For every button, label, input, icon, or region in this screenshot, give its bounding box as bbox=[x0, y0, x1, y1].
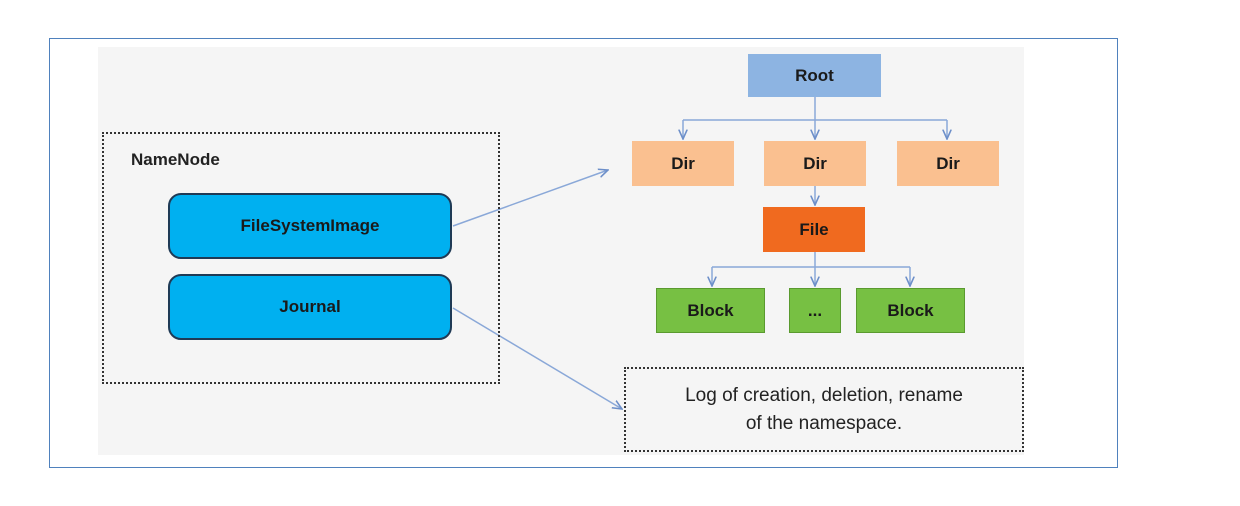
block-node: Block bbox=[656, 288, 765, 333]
file-label: File bbox=[799, 219, 829, 239]
dir-label: Dir bbox=[671, 153, 695, 173]
journal-to-note-arrow bbox=[452, 307, 622, 409]
block-label: Block bbox=[887, 300, 934, 320]
dir-node: Dir bbox=[764, 141, 866, 186]
block-label: Block bbox=[687, 300, 734, 320]
namenode-label: NameNode bbox=[131, 150, 220, 169]
journal-node: Journal bbox=[168, 274, 452, 340]
namenode-container bbox=[102, 132, 500, 384]
file-node: File bbox=[763, 207, 865, 252]
fsimage-to-tree-arrow bbox=[452, 170, 608, 227]
journal-log-note: Log of creation, deletion, rename of the… bbox=[624, 367, 1024, 452]
block-node: Block bbox=[856, 288, 965, 333]
dir-node: Dir bbox=[897, 141, 999, 186]
dir-label: Dir bbox=[936, 153, 960, 173]
root-node: Root bbox=[748, 54, 881, 97]
filesystemimage-label: FileSystemImage bbox=[240, 216, 380, 235]
root-label: Root bbox=[795, 65, 834, 85]
journal-label: Journal bbox=[279, 297, 341, 316]
filesystemimage-node: FileSystemImage bbox=[168, 193, 452, 259]
dir-node: Dir bbox=[632, 141, 734, 186]
dir-label: Dir bbox=[803, 153, 827, 173]
ellipsis-block-node: ... bbox=[789, 288, 841, 333]
figure-frame bbox=[49, 38, 1118, 468]
ellipsis-label: ... bbox=[807, 300, 823, 320]
log-note-text: Log of creation, deletion, rename of the… bbox=[685, 384, 963, 434]
